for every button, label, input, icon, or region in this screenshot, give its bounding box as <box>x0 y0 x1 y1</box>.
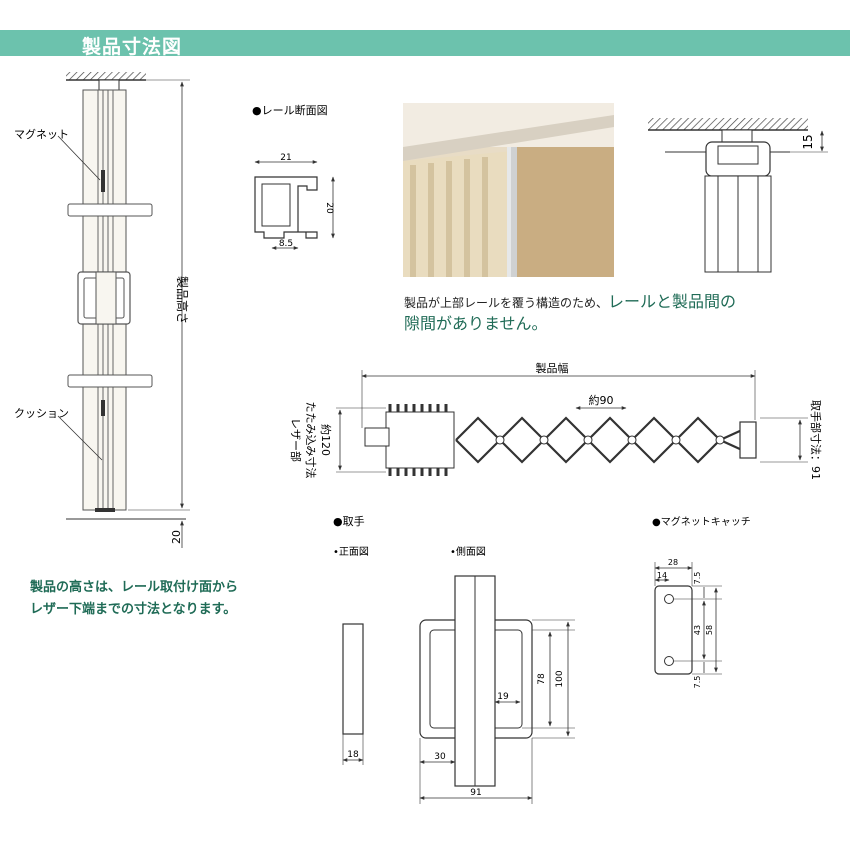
dim-30: 30 <box>434 752 446 762</box>
cross-bar <box>67 203 153 217</box>
ceiling-hatch <box>66 72 146 80</box>
folded-block <box>385 411 455 469</box>
handle-side-title: •側面図 <box>450 545 486 558</box>
rail-detail: 15 <box>648 118 828 273</box>
detail-ceiling-hatch <box>648 118 808 130</box>
rail-section: ●レール断面図 21 20 8.5 <box>252 103 335 250</box>
cushion-label: クッション <box>14 407 69 420</box>
magnet-plate <box>654 585 693 675</box>
dim-7-5-top: 7.5 <box>693 572 702 585</box>
handle-title: ●取手 <box>333 514 365 528</box>
rail-photo <box>403 103 614 277</box>
detail-rail-carrier <box>717 145 759 165</box>
photo-caption-part3: 隙間がありません。 <box>404 314 548 333</box>
page-title: 製品寸法図 <box>82 36 183 58</box>
panel-bottom <box>95 508 115 512</box>
cushion-mark <box>101 400 105 416</box>
photo-caption-part1: 製品が上部レールを覆う構造のため、 <box>404 296 609 310</box>
handle-front-title: •正面図 <box>333 546 369 558</box>
photo-caption-part2: レールと製品間の <box>608 292 737 311</box>
front-width: 18 <box>347 750 359 760</box>
magnet-catch-title: ●マグネットキャッチ <box>652 515 751 528</box>
zigzag-joints <box>495 435 725 445</box>
fold-label-3: 約120 <box>319 424 333 456</box>
dim-19: 19 <box>497 692 509 702</box>
fold-label-1: レザー部 <box>289 418 303 462</box>
dim-100: 100 <box>555 670 565 687</box>
rail-photo-image <box>403 103 614 277</box>
header-bar: 製品寸法図 <box>0 30 850 58</box>
folded-teeth-bottom <box>388 468 448 476</box>
plan-pitch-label: 約90 <box>589 393 614 407</box>
footnote-line1: 製品の高さは、レール取付け面から <box>30 580 239 595</box>
wall-bracket <box>364 427 390 447</box>
magnet-mark <box>101 170 105 192</box>
rail-width: 21 <box>280 153 291 163</box>
magnet-catch-section: ●マグネットキャッチ 28 14 7.5 43 58 7.5 <box>652 515 751 688</box>
dim-28: 28 <box>668 558 678 567</box>
rail-section-title: ●レール断面図 <box>252 103 328 117</box>
rail-height: 20 <box>324 202 334 214</box>
photo-caption: 製品が上部レールを覆う構造のため、レールと製品間の <box>404 288 736 312</box>
rail-opening: 8.5 <box>279 239 293 249</box>
dim-7-5-bottom: 7.5 <box>693 676 702 689</box>
dim-58: 58 <box>705 625 714 635</box>
dim-43: 43 <box>693 625 702 635</box>
detail-gap: 15 <box>801 134 815 149</box>
plan-width-label: 製品幅 <box>536 361 569 375</box>
magnet-leader <box>57 135 101 181</box>
cushion-leader <box>57 415 103 461</box>
side-handle-grip <box>95 271 117 325</box>
footnote-line2: レザー下端までの寸法となります。 <box>30 602 237 617</box>
magnet-hole-top <box>664 594 674 604</box>
height-label: 製品高さ <box>175 276 190 324</box>
magnet-label: マグネット <box>14 127 69 141</box>
fold-label-2: たたみ込み寸法 <box>304 402 318 479</box>
folded-pleats <box>385 404 455 476</box>
dim-91: 91 <box>470 788 481 798</box>
dim-14: 14 <box>657 571 667 580</box>
side-view: 製品高さ 20 マグネット クッション <box>14 72 190 548</box>
magnet-hole-bottom <box>664 656 674 666</box>
gap-label: 20 <box>170 530 183 544</box>
detail-rail-top <box>721 129 753 143</box>
handle-dim-label: 取手部寸法：91 <box>809 400 823 480</box>
rail-inner <box>261 183 291 227</box>
folded-teeth-top <box>388 404 448 412</box>
cross-bar <box>67 374 153 388</box>
zigzag-bottom <box>455 438 743 464</box>
dim-78: 78 <box>537 673 547 685</box>
plan-view: 製品幅 約90 取手部寸法：91 レ <box>289 361 823 480</box>
plan-handle <box>739 421 757 459</box>
handle-front <box>342 623 364 735</box>
rail-profile <box>254 176 318 239</box>
handle-section: ●取手 •正面図 •側面図 18 19 30 91 <box>333 514 575 804</box>
zigzag-top <box>455 416 743 442</box>
